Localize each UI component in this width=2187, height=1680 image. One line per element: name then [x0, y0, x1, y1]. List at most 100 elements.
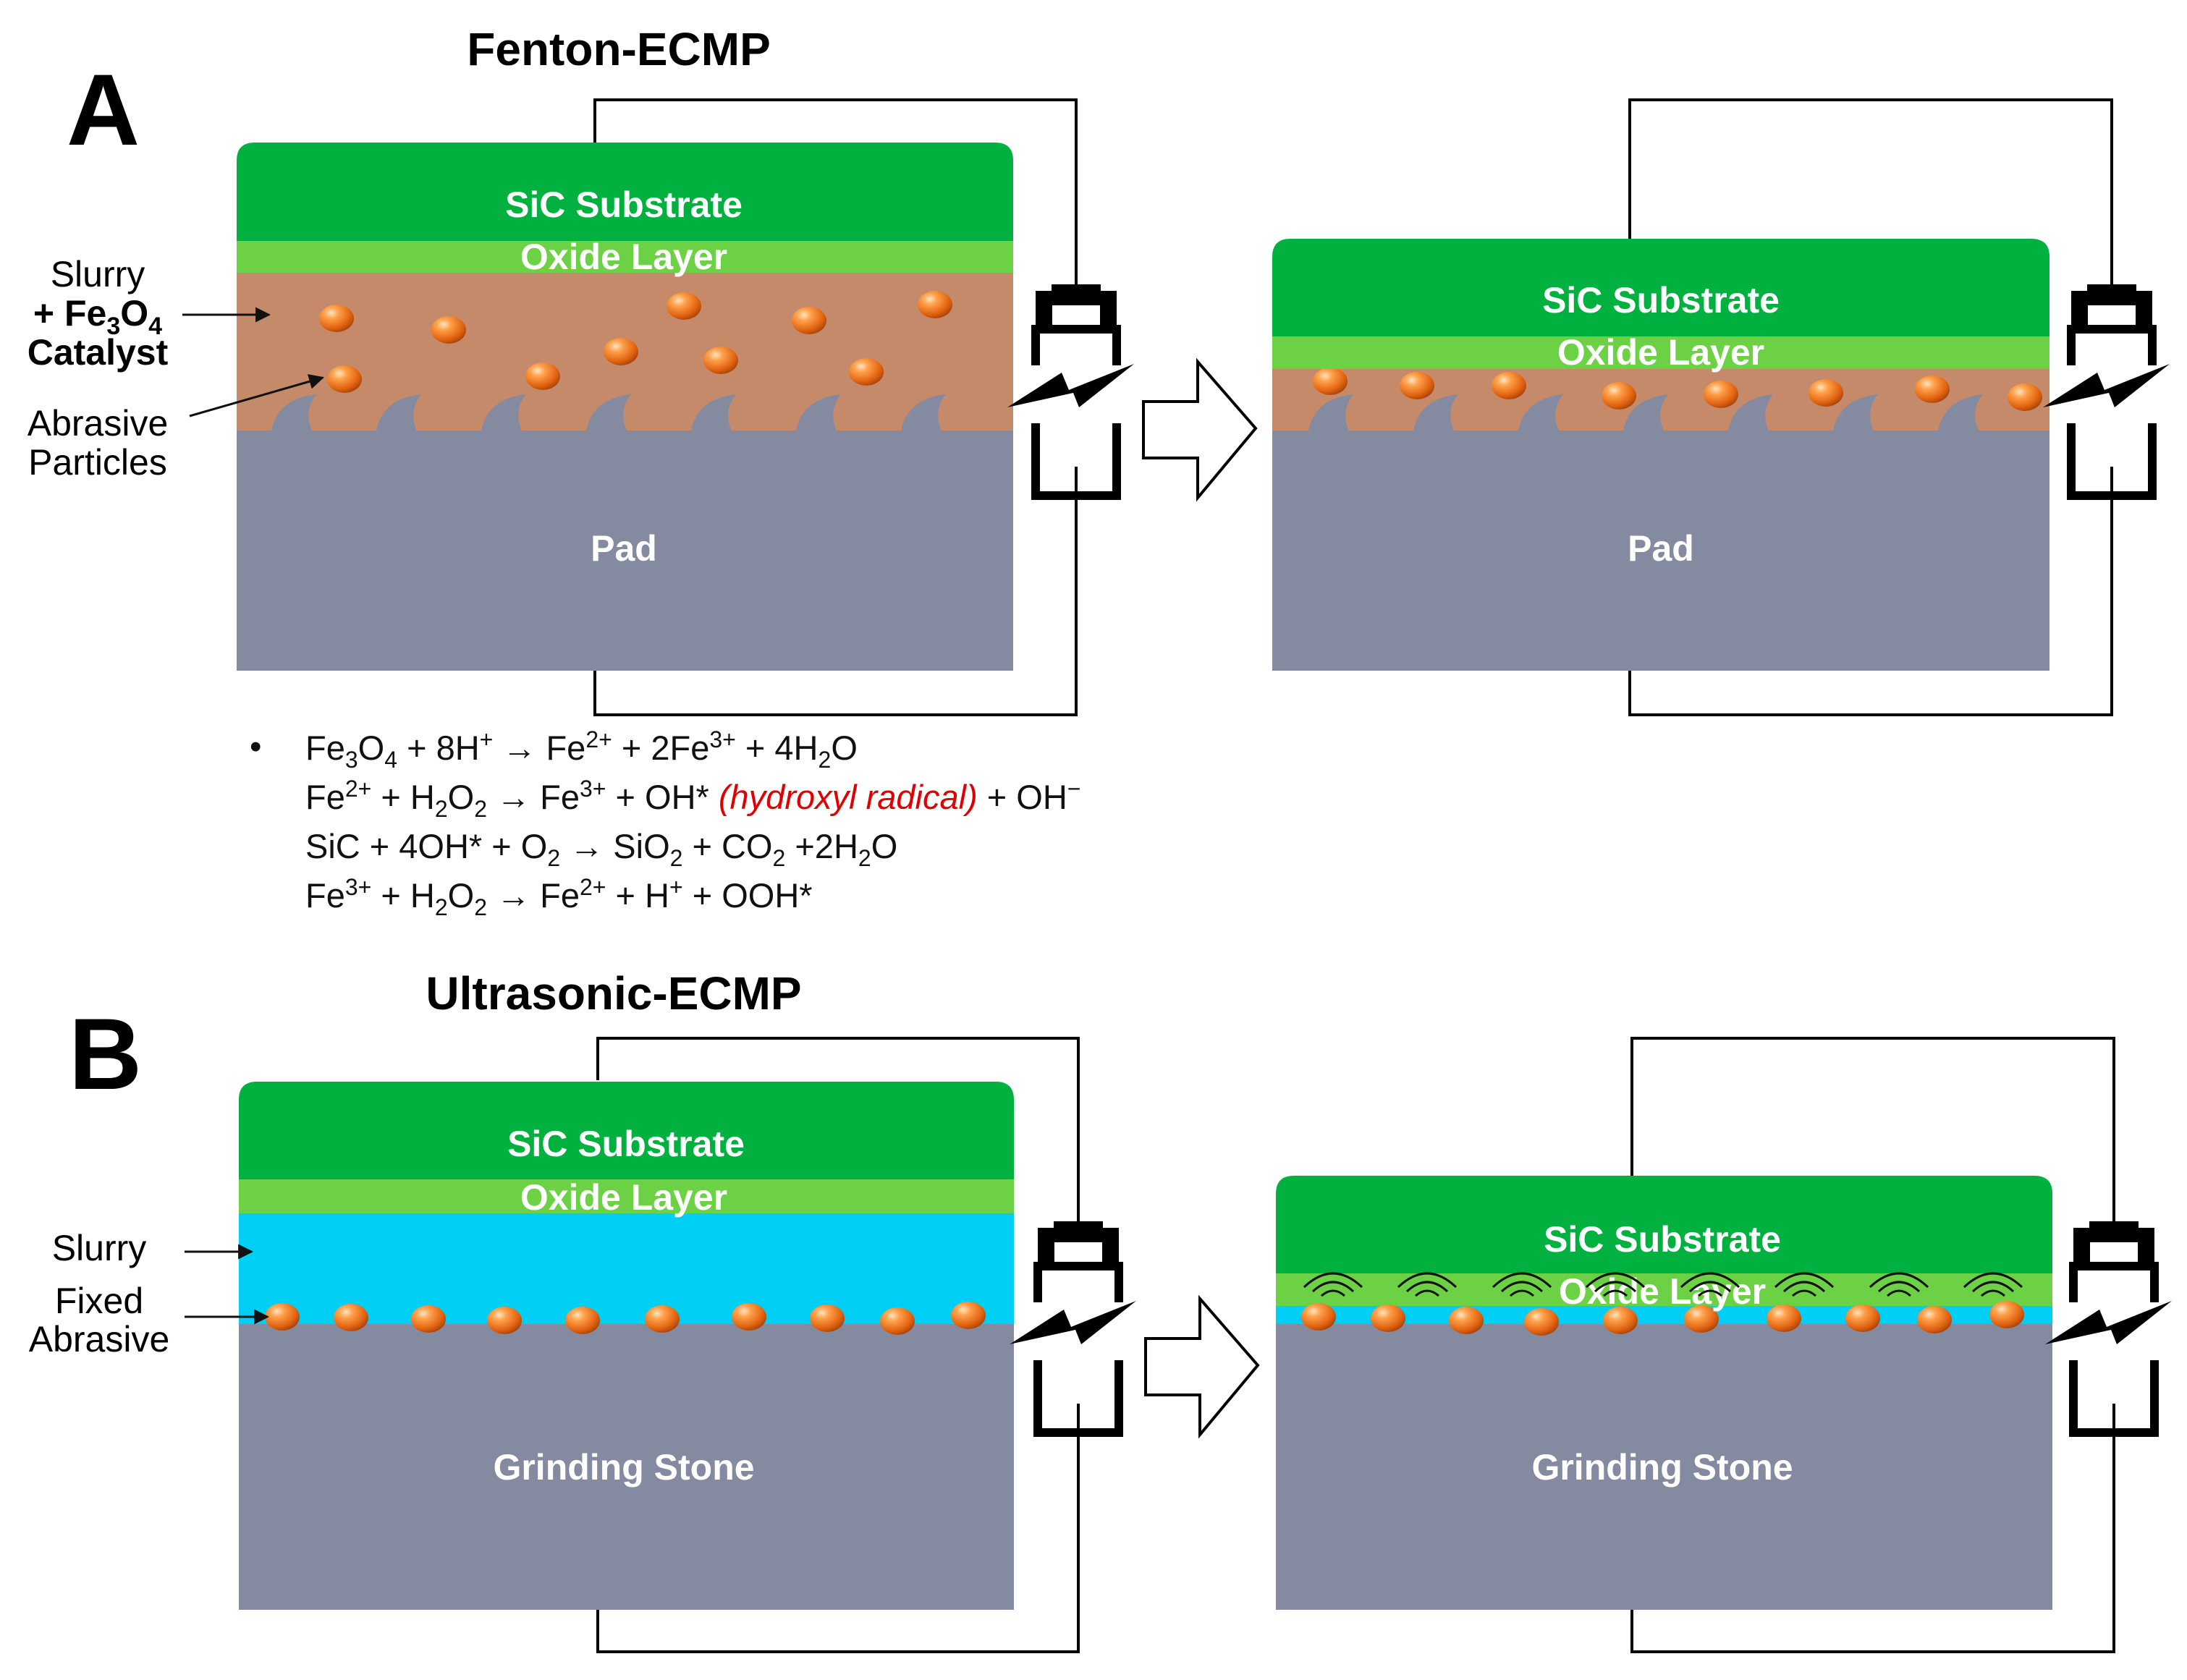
panel-b-letter: B — [69, 997, 142, 1111]
circuit-wire-b2 — [1630, 1037, 2115, 1653]
oxide-label-a1: Oxide Layer — [520, 237, 727, 277]
pad-a1 — [237, 430, 1013, 671]
slurry-catalyst-label: Slurry + Fe3O4 Catalyst — [28, 254, 271, 373]
abrasive-particle-icon — [645, 1305, 680, 1333]
abrasive-particle-icon — [327, 365, 362, 393]
oxide-layer-b2 — [1276, 1273, 2052, 1306]
abrasive-particle-icon — [1301, 1303, 1336, 1331]
substrate-label-a1: SiC Substrate — [505, 184, 743, 225]
reaction-line-3: SiC + 4OH* + O2 → SiO2 + CO2 +2H2O — [305, 827, 897, 871]
abrasive-label-line1: Abrasive — [28, 403, 169, 444]
abrasive-particle-icon — [334, 1304, 368, 1331]
slurry-label-line3: Catalyst — [28, 332, 169, 373]
abrasive-particle-icon — [880, 1307, 915, 1335]
pad-label-a1: Pad — [591, 528, 657, 569]
abrasive-particle-icon — [1400, 372, 1434, 399]
fixed-label-line2: Abrasive — [29, 1319, 170, 1359]
grinding-stone-b1 — [239, 1324, 1014, 1610]
pad-a2 — [1272, 430, 2049, 671]
oxide-layer-a2 — [1272, 336, 2049, 369]
b-before-stack: SiC Substrate Oxide Layer Grinding Stone — [239, 1082, 1014, 1610]
battery-charging-icon — [1007, 284, 1134, 500]
circuit-wire-b1 — [596, 1037, 1080, 1653]
substrate-label-b2: SiC Substrate — [1544, 1219, 1781, 1260]
reaction-bullet: • — [250, 727, 261, 765]
fixed-abrasive-label: Fixed Abrasive — [29, 1281, 270, 1359]
abrasive-particle-icon — [1492, 372, 1526, 399]
oxide-label-b2: Oxide Layer — [1559, 1271, 1766, 1312]
ultrasonic-wave-icon — [1415, 1289, 1439, 1297]
oxide-layer-b1 — [239, 1179, 1014, 1213]
battery-charging-icon — [2045, 1221, 2172, 1437]
abrasive-label-line2: Particles — [28, 442, 167, 483]
oxide-layer-a1 — [237, 241, 1013, 273]
panel-a-title: Fenton-ECMP — [467, 23, 771, 75]
reaction-list: • Fe3O4 + 8H+ → Fe2+ + 2Fe3+ + 4H2O Fe2+… — [250, 726, 1080, 920]
grinding-stone-b2 — [1276, 1324, 2052, 1610]
fixed-abrasive-b2 — [1301, 1301, 2024, 1336]
ultrasonic-wave-icon — [1510, 1289, 1534, 1297]
abrasive-particle-icon — [431, 316, 466, 344]
abrasive-particle-icon — [849, 358, 884, 386]
abrasive-particle-icon — [1449, 1307, 1484, 1334]
abrasive-particle-icon — [1915, 376, 1950, 403]
pad-ridges-a2 — [1308, 394, 1983, 431]
ultrasonic-waves — [1303, 1272, 2023, 1297]
abrasive-particles-a1 — [319, 291, 952, 393]
right-arrow-icon — [1144, 1294, 1260, 1439]
slurry-b1 — [239, 1213, 1014, 1324]
sic-substrate-a2 — [1272, 239, 2049, 336]
abrasive-particles-label: Abrasive Particles — [28, 374, 325, 483]
abrasive-particle-icon — [667, 292, 701, 320]
abrasive-particle-icon — [1917, 1306, 1952, 1333]
abrasive-particle-icon — [2008, 383, 2042, 411]
abrasive-particle-icon — [487, 1307, 522, 1334]
abrasive-particle-icon — [1989, 1301, 2024, 1328]
ultrasonic-wave-icon — [1603, 1289, 1628, 1297]
reaction-line-2: Fe2+ + H2O2 → Fe3+ + OH* (hydroxyl radic… — [305, 776, 1080, 822]
abrasive-particle-icon — [1684, 1305, 1719, 1333]
abrasive-particle-icon — [1767, 1304, 1801, 1332]
slurry-label-line1: Slurry — [51, 254, 145, 294]
abrasive-particle-icon — [951, 1302, 986, 1329]
abrasive-particle-icon — [792, 307, 826, 334]
ultrasonic-wave-icon — [1698, 1289, 1722, 1297]
pad-label-a2: Pad — [1628, 528, 1694, 569]
sic-substrate-a1 — [237, 143, 1013, 241]
substrate-label-b1: SiC Substrate — [507, 1124, 745, 1164]
stone-label-b1: Grinding Stone — [493, 1447, 754, 1488]
abrasive-particle-icon — [703, 347, 738, 374]
abrasive-particle-icon — [918, 291, 952, 318]
abrasive-particle-icon — [525, 362, 560, 390]
battery-charging-icon — [2043, 284, 2170, 500]
slurry-label-line2: + Fe3O4 — [33, 293, 162, 340]
abrasive-particle-icon — [1809, 379, 1843, 407]
b-after-stack: SiC Substrate Oxide Layer Grinding Stone — [1276, 1176, 2052, 1610]
circuit-wire-a1 — [593, 98, 1078, 716]
ultrasonic-wave-icon — [1321, 1289, 1345, 1297]
oxide-label-b1: Oxide Layer — [520, 1177, 727, 1218]
panel-a: A Fenton-ECMP SiC Substrate Oxide Layer … — [28, 23, 2170, 920]
abrasive-particle-icon — [1524, 1308, 1559, 1336]
battery-charging-icon — [1010, 1221, 1136, 1437]
panel-a-letter: A — [67, 53, 140, 166]
circuit-wire-a2 — [1628, 98, 2113, 716]
abrasive-particle-icon — [1313, 368, 1348, 395]
panel-b: B Ultrasonic-ECMP SiC Substrate Oxide La… — [29, 967, 2172, 1653]
abrasive-particle-icon — [1704, 381, 1738, 408]
fixed-label-line1: Fixed — [55, 1281, 143, 1321]
abrasive-particle-icon — [265, 1303, 300, 1331]
sic-substrate-b1 — [239, 1082, 1014, 1179]
oxide-label-a2: Oxide Layer — [1557, 332, 1764, 373]
abrasive-particle-icon — [411, 1305, 446, 1333]
a-after-stack: SiC Substrate Oxide Layer Pad — [1272, 239, 2049, 671]
abrasive-particle-icon — [810, 1304, 845, 1332]
reaction-line-1: Fe3O4 + 8H+ → Fe2+ + 2Fe3+ + 4H2O — [305, 726, 858, 773]
abrasive-particle-icon — [604, 338, 638, 365]
a-before-stack: SiC Substrate Oxide Layer Pad — [237, 143, 1013, 671]
fixed-abrasive-b1 — [265, 1302, 986, 1335]
stone-label-b2: Grinding Stone — [1531, 1447, 1793, 1488]
slurry-label-b: Slurry — [52, 1228, 254, 1268]
panel-b-title: Ultrasonic-ECMP — [426, 967, 801, 1019]
abrasive-particle-icon — [1602, 382, 1636, 410]
